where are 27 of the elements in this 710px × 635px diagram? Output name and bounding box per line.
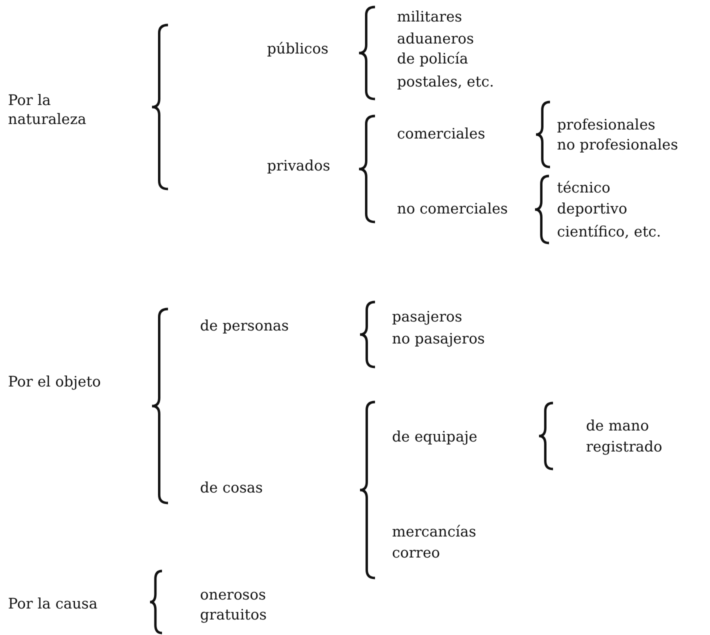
category-label: de mano bbox=[586, 418, 649, 436]
category-label: profesionales bbox=[557, 116, 656, 136]
category-label: Por la naturaleza bbox=[8, 92, 88, 130]
category-label: mercancías bbox=[392, 524, 476, 542]
category-label: pasajeros bbox=[392, 308, 462, 328]
category-label: Por la causa bbox=[8, 596, 98, 614]
category-label: no profesionales bbox=[557, 136, 678, 156]
category-label: privados bbox=[267, 158, 330, 176]
category-label: no comerciales bbox=[397, 200, 508, 220]
category-label: correo bbox=[392, 544, 440, 564]
category-label: de cosas bbox=[200, 480, 263, 498]
category-label: gratuitos bbox=[200, 606, 267, 626]
category-label: no pasajeros bbox=[392, 330, 485, 350]
category-label: de policía bbox=[397, 50, 468, 70]
category-label: públicos bbox=[267, 40, 328, 60]
category-label: deportivo bbox=[557, 200, 628, 220]
category-label: comerciales bbox=[397, 126, 486, 144]
category-label: de personas bbox=[200, 318, 289, 336]
category-label: militares bbox=[397, 8, 462, 28]
category-label: técnico bbox=[557, 180, 610, 198]
category-label: científico, etc. bbox=[557, 224, 662, 242]
category-label: de equipaje bbox=[392, 428, 478, 448]
category-label: onerosos bbox=[200, 586, 266, 606]
category-label: registrado bbox=[586, 438, 662, 458]
category-label: Por el objeto bbox=[8, 374, 101, 392]
category-label: aduaneros bbox=[397, 30, 474, 50]
category-label: postales, etc. bbox=[397, 74, 494, 92]
